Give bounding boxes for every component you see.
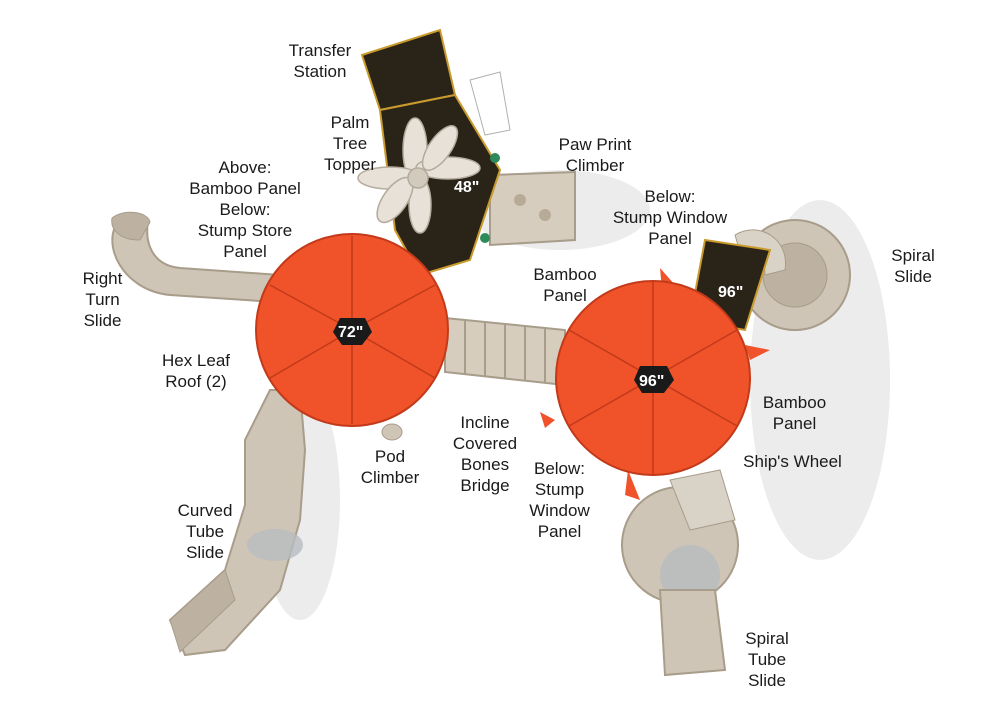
label-hex-leaf-roof: Hex Leaf Roof (2) xyxy=(161,351,231,391)
height-72: 72" xyxy=(338,324,363,341)
incline-covered-bones-bridge xyxy=(444,316,566,387)
curved-tube-slide xyxy=(168,389,307,657)
label-stump-window-upper: Below: Stump Window Panel xyxy=(612,187,728,248)
label-spiral-tube-slide: Spiral Tube Slide xyxy=(745,629,789,690)
label-bamboo-panel-top: Bamboo Panel xyxy=(533,265,597,305)
label-stump-window-lower: Below: Stump Window Panel xyxy=(529,459,590,541)
palm-tree-topper xyxy=(357,117,481,234)
height-96-deck: 96" xyxy=(718,284,743,301)
height-96-roof: 96" xyxy=(639,373,664,390)
label-paw-print-climber: Paw Print Climber xyxy=(558,135,632,175)
label-spiral-slide: Spiral Slide xyxy=(891,246,935,286)
label-right-turn-slide: Right Turn Slide xyxy=(82,269,123,330)
hex-leaf-roof-right xyxy=(540,268,770,500)
label-incline-bridge: Incline Covered Bones Bridge xyxy=(452,413,518,495)
paw-print-climber xyxy=(489,170,576,247)
label-ships-wheel: Ship's Wheel xyxy=(743,452,842,471)
height-48: 48" xyxy=(454,179,479,196)
hex-leaf-roof-left xyxy=(255,233,449,427)
spiral-tube-slide xyxy=(621,469,739,677)
pod-climber xyxy=(381,423,403,441)
right-turn-slide xyxy=(111,211,282,304)
label-transfer-station: Transfer Station xyxy=(288,41,352,81)
label-palm-tree-topper: Palm Tree Topper xyxy=(324,113,376,174)
label-curved-tube-slide: Curved Tube Slide xyxy=(177,501,233,562)
label-pod-climber: Pod Climber xyxy=(360,447,420,487)
label-bamboo-panel-right: Bamboo Panel xyxy=(762,393,827,433)
label-bamboo-panel-upper: Above: Bamboo Panel Below: Stump Store P… xyxy=(189,158,301,261)
